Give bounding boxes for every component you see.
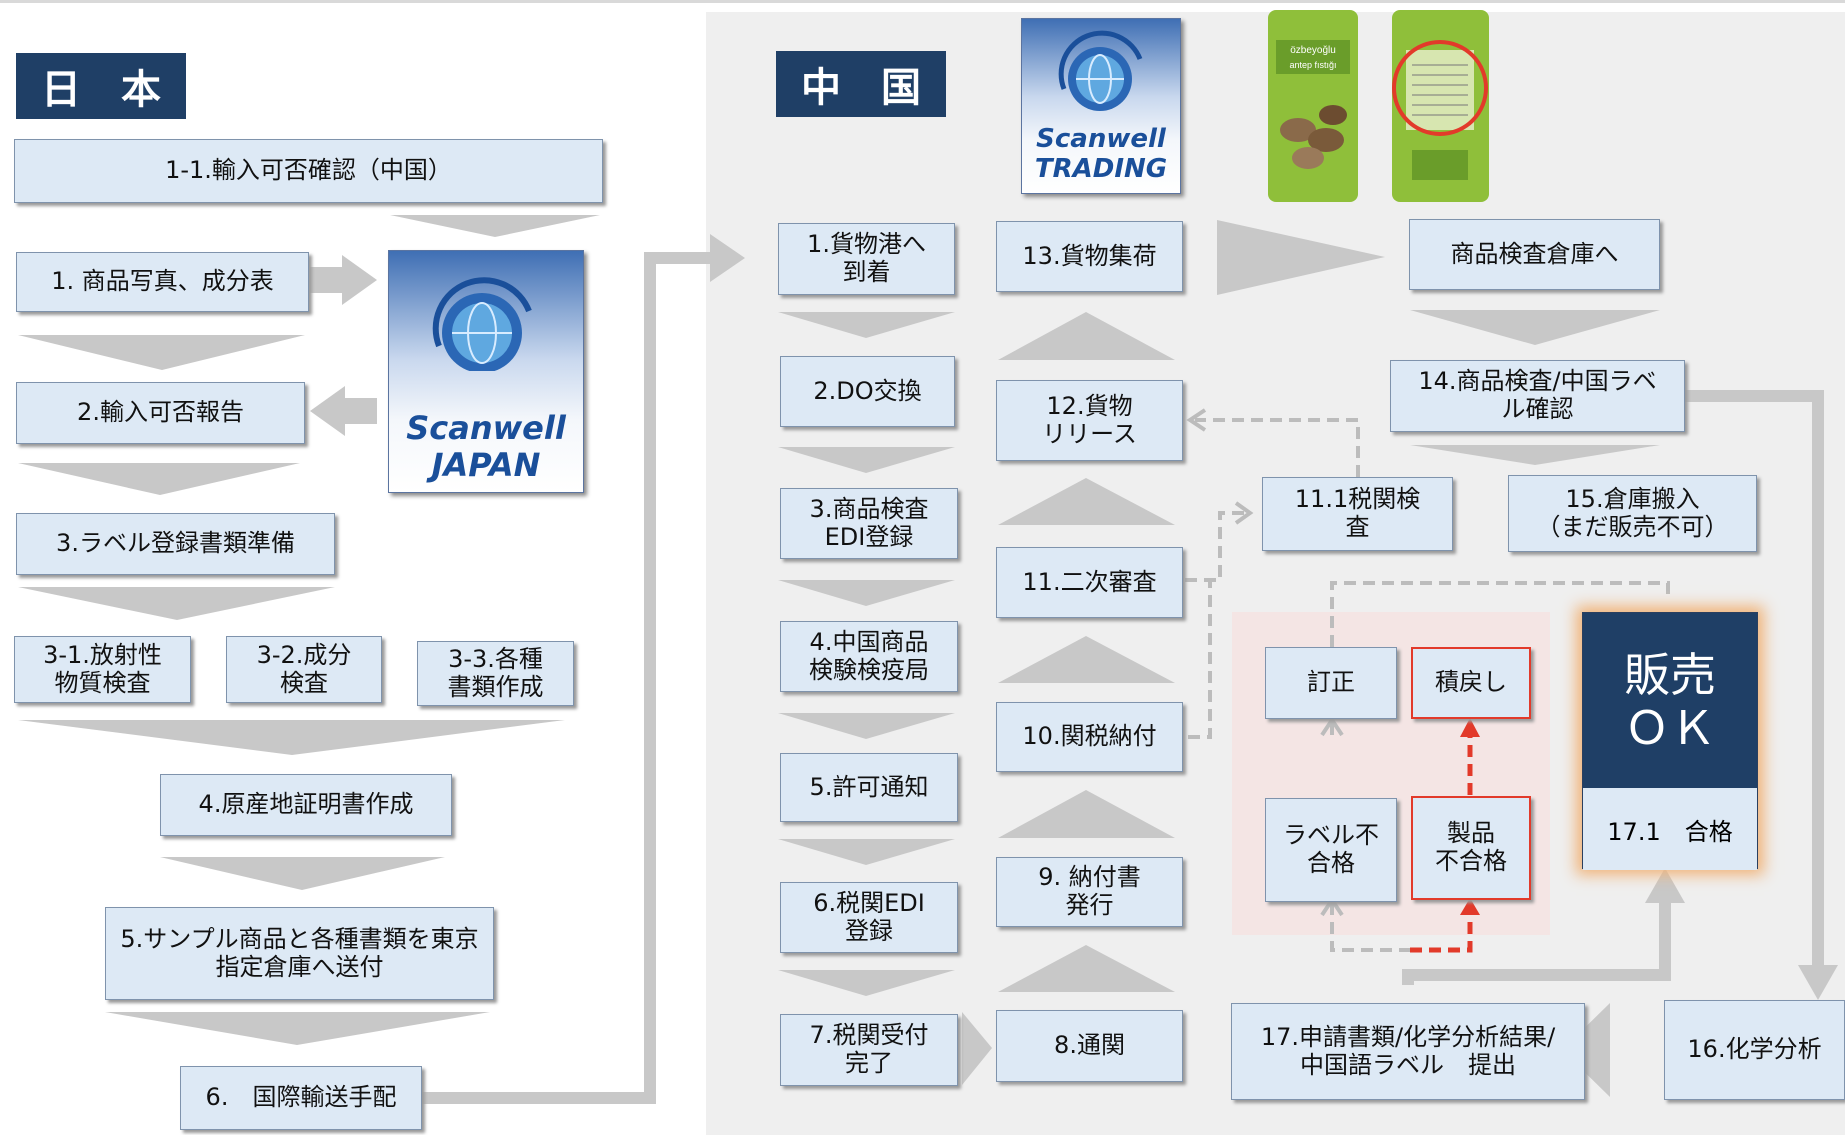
- product-package-back: [1392, 10, 1489, 202]
- correction-box: 訂正: [1265, 647, 1397, 719]
- connector-heads: [710, 234, 1838, 1000]
- logo-japan-line1: Scanwell: [406, 409, 566, 447]
- dashed-lines: [1185, 418, 1670, 952]
- side-arrows: [310, 255, 377, 436]
- product-fail-box: 製品 不合格: [1411, 796, 1531, 900]
- step-1-product-photo: 1. 商品写真、成分表: [16, 252, 309, 312]
- china-step-2-do-exchange: 2.DO交換: [780, 356, 955, 427]
- china-right-chevrons: [962, 220, 1660, 1097]
- globe-icon: [1058, 30, 1143, 111]
- package-product: antep fıstığı: [1289, 60, 1336, 70]
- china-step-17-submit-documents: 17.申請書類/化学分析結果/ 中国語ラベル 提出: [1231, 1003, 1585, 1100]
- china-step-15-warehouse-entry: 15.倉庫搬入 （まだ販売不可）: [1508, 475, 1757, 552]
- china-step-12-cargo-release: 12.貨物 リリース: [996, 380, 1183, 461]
- red-dashed-lines: [1410, 735, 1473, 953]
- china-step-13-cargo-pickup: 13.貨物集荷: [996, 221, 1183, 292]
- china-step-11-1-customs-inspection: 11.1税関検 査: [1262, 477, 1453, 551]
- label-fail-box: ラベル不 合格: [1265, 798, 1397, 902]
- japan-chevrons: [18, 215, 600, 1045]
- step-3-1-radiation-test: 3-1.放射性 物質検査: [14, 636, 191, 703]
- connector-lines: [422, 252, 1824, 1104]
- china-step-1-port-arrival: 1.貨物港へ 到着: [778, 223, 955, 295]
- china-step-5-permit: 5.許可通知: [780, 753, 958, 822]
- step-3-2-component-test: 3-2.成分 検査: [226, 636, 382, 703]
- china-left-chevrons: [778, 312, 955, 996]
- china-step-6-customs-edi: 6.税関EDI 登録: [780, 882, 958, 953]
- sale-ok-box: 販売 ＯＫ 17.1 合格: [1582, 612, 1758, 870]
- step-3-label-docs: 3.ラベル登録書類準備: [16, 513, 335, 575]
- step-4-certificate-of-origin: 4.原産地証明書作成: [160, 774, 452, 836]
- inspection-warehouse: 商品検査倉庫へ: [1409, 219, 1660, 290]
- package-brand: özbeyoğlu: [1290, 45, 1336, 56]
- china-step-14-label-check: 14.商品検査/中国ラベ ル確認: [1390, 360, 1685, 432]
- scanwell-trading-logo: Scanwell TRADING: [1021, 18, 1181, 194]
- china-step-8-clearance: 8.通関: [996, 1010, 1183, 1082]
- step-5-send-samples: 5.サンプル商品と各種書類を東京 指定倉庫へ送付: [105, 907, 494, 1000]
- china-up-chevrons: [998, 312, 1175, 992]
- china-header: 中 国: [776, 51, 946, 117]
- china-step-11-secondary-review: 11.二次審査: [996, 547, 1183, 618]
- china-step-3-inspection-edi: 3.商品検査 EDI登録: [780, 488, 958, 559]
- scanwell-japan-logo: Scanwell JAPAN: [388, 250, 584, 493]
- top-border: [0, 0, 1845, 3]
- sale-ok-title: 販売 ＯＫ: [1624, 648, 1716, 755]
- logo-trading-line2: TRADING: [1034, 153, 1168, 184]
- sale-ok-pass: 17.1 合格: [1583, 788, 1757, 870]
- step-2-import-report: 2.輸入可否報告: [16, 382, 305, 444]
- red-heads: [1460, 718, 1480, 915]
- step-3-3-documents: 3-3.各種 書類作成: [417, 641, 574, 706]
- logo-trading-line1: Scanwell: [1036, 124, 1166, 154]
- product-package-front: özbeyoğlu antep fıstığı: [1268, 10, 1358, 202]
- china-step-7-customs-accepted: 7.税関受付 完了: [780, 1014, 958, 1086]
- japan-header: 日 本: [16, 53, 186, 119]
- china-step-10-duty-payment: 10.関税納付: [996, 702, 1183, 772]
- logo-japan-line2: JAPAN: [431, 445, 541, 484]
- return-shipment-box: 積戻し: [1411, 647, 1531, 719]
- china-step-16-chemical-analysis: 16.化学分析: [1664, 1000, 1845, 1100]
- step-6-shipping: 6. 国際輸送手配: [180, 1066, 422, 1130]
- china-step-9-payment-notice: 9. 納付書 発行: [996, 857, 1183, 927]
- globe-icon: [432, 277, 532, 373]
- china-step-4-ciq: 4.中国商品 検験検疫局: [780, 621, 958, 692]
- step-1-1-import-check: 1-1.輸入可否確認（中国）: [14, 139, 603, 203]
